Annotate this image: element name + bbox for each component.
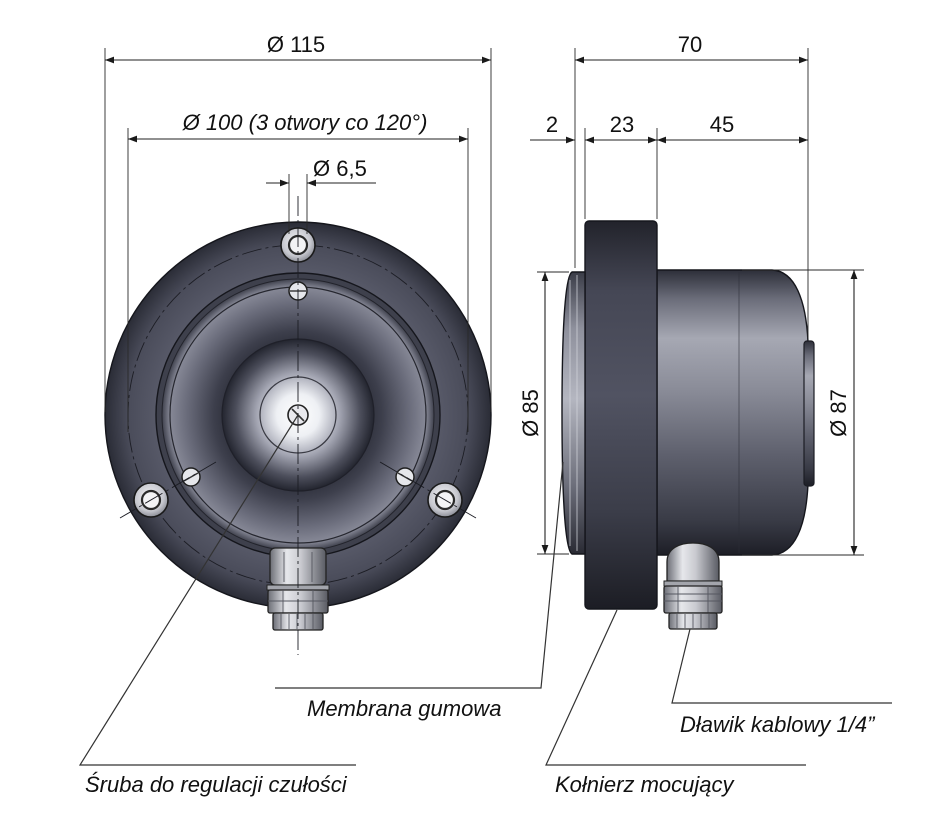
leader-line bbox=[671, 628, 892, 704]
dimension-overall-length: 70 bbox=[574, 32, 809, 338]
dimension-membrane-diameter: Ø 85 bbox=[518, 271, 569, 555]
leader-line bbox=[78, 414, 356, 766]
body-screw-left bbox=[181, 467, 201, 487]
dimension-label: Ø 87 bbox=[826, 389, 851, 437]
dimension-label: Ø 6,5 bbox=[313, 156, 367, 181]
bolt-axis-left bbox=[119, 461, 217, 519]
dimension-hole-diameter: Ø 6,5 bbox=[266, 156, 376, 234]
dimension-label-membrane: 2 bbox=[546, 112, 558, 137]
dimension-label: Ø 115 bbox=[267, 32, 325, 57]
callout-adjustment-screw: Śruba do regulacji czułości bbox=[78, 414, 356, 797]
mounting-flange-side bbox=[584, 220, 658, 610]
leader-line bbox=[275, 461, 564, 689]
dimension-label: Ø 85 bbox=[518, 389, 543, 437]
callout-label: Dławik kablowy 1/4” bbox=[680, 712, 876, 737]
body-screw-right bbox=[395, 467, 415, 487]
dimension-label: Ø 100 (3 otwory co 120°) bbox=[182, 110, 428, 135]
dimension-label-flange: 23 bbox=[610, 112, 634, 137]
callout-membrane: Membrana gumowa bbox=[275, 461, 564, 721]
dimension-label-body: 45 bbox=[710, 112, 734, 137]
callout-mounting-flange: Kołnierz mocujący bbox=[545, 609, 806, 797]
dimension-body-diameter: Ø 87 bbox=[742, 269, 864, 556]
side-view: 70 2 23 45 Ø 85 Ø 87 bbox=[518, 32, 864, 630]
callout-label: Kołnierz mocujący bbox=[555, 772, 736, 797]
dimension-flange-diameter: Ø 115 bbox=[104, 32, 492, 412]
dimension-chain: 2 23 45 bbox=[530, 112, 808, 219]
callout-label: Śruba do regulacji czułości bbox=[85, 772, 348, 797]
body-end-cap bbox=[803, 340, 815, 487]
gland-nut bbox=[663, 585, 723, 614]
dimension-bolt-circle: Ø 100 (3 otwory co 120°) bbox=[127, 110, 469, 432]
dimension-label: 70 bbox=[678, 32, 702, 57]
callout-cable-gland: Dławik kablowy 1/4” bbox=[671, 628, 892, 737]
front-view: Ø 115 Ø 100 (3 otwory co 120°) Ø 6,5 bbox=[104, 32, 492, 655]
callout-label: Membrana gumowa bbox=[307, 696, 501, 721]
gland-washer bbox=[663, 580, 723, 587]
gland-dome bbox=[666, 542, 720, 582]
horn-body-side bbox=[656, 269, 809, 556]
membrane-side bbox=[561, 271, 586, 555]
bolt-axis-right bbox=[379, 461, 477, 519]
cable-gland-side bbox=[663, 542, 723, 630]
leader-line bbox=[545, 609, 806, 766]
